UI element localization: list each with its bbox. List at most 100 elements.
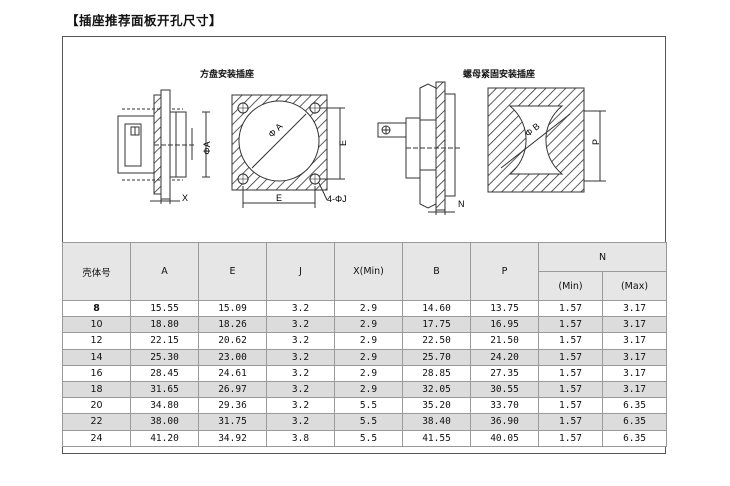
n-min-cell: 1.57 (538, 380, 603, 399)
j-cell: 3.2 (266, 332, 335, 350)
a-cell: 31.65 (130, 380, 199, 399)
header-n: N (537, 242, 668, 272)
a-cell: 15.55 (130, 299, 199, 318)
x-cell: 2.9 (334, 299, 403, 318)
header-n-min: (Min) (538, 271, 603, 301)
n-max-cell: 3.17 (601, 348, 668, 366)
shell-size-cell: 10 (62, 316, 131, 334)
b-cell: 25.70 (402, 348, 471, 366)
e-cell: 18.26 (198, 316, 267, 334)
header-a: A (130, 242, 199, 301)
a-cell: 28.45 (130, 364, 199, 382)
b-cell: 41.55 (402, 429, 471, 447)
a-cell: 25.30 (130, 348, 199, 366)
j-cell: 3.2 (266, 413, 335, 431)
p-cell: 36.90 (470, 413, 539, 431)
e-cell: 20.62 (198, 332, 267, 350)
j-cell: 3.2 (266, 316, 335, 334)
table-row: 20 34.80 29.36 3.2 5.5 35.20 33.70 1.57 … (62, 397, 668, 415)
n-max-cell: 6.35 (601, 429, 668, 447)
a-cell: 18.80 (130, 316, 199, 334)
p-cell: 21.50 (470, 332, 539, 350)
header-n-max: (Max) (601, 271, 668, 301)
header-j: J (266, 242, 335, 301)
b-cell: 38.40 (402, 413, 471, 431)
shell-size-cell: 18 (62, 380, 131, 399)
shell-size-cell: 16 (62, 364, 131, 382)
x-cell: 2.9 (334, 364, 403, 382)
square-flange-side-view (117, 89, 210, 204)
p-cell: 24.20 (470, 348, 539, 366)
j-cell: 3.2 (266, 348, 335, 366)
square-flange-caption: 方盘安装插座 (200, 70, 255, 80)
x-cell: 5.5 (334, 397, 403, 415)
a-cell: 41.20 (130, 429, 199, 447)
table-row: 16 28.45 24.61 3.2 2.9 28.85 27.35 1.57 … (62, 364, 668, 382)
n-label: N (458, 199, 465, 209)
n-min-cell: 1.57 (538, 397, 603, 415)
table-row: 18 31.65 26.97 3.2 2.9 32.05 30.55 1.57 … (62, 380, 668, 399)
p-cell: 40.05 (470, 429, 539, 447)
table-row: 8 15.55 15.09 3.2 2.9 14.60 13.75 1.57 3… (62, 299, 668, 318)
n-min-cell: 1.57 (538, 413, 603, 431)
four-phi-j-label: 4-ΦJ (327, 194, 347, 204)
b-cell: 17.75 (402, 316, 471, 334)
e-cell: 15.09 (198, 299, 267, 318)
a-cell: 34.80 (130, 397, 199, 415)
x-cell: 5.5 (334, 413, 403, 431)
b-cell: 35.20 (402, 397, 471, 415)
e-cell: 23.00 (198, 348, 267, 366)
n-max-cell: 6.35 (601, 397, 668, 415)
j-cell: 3.2 (266, 397, 335, 415)
x-label: X (182, 193, 188, 203)
p-cell: 27.35 (470, 364, 539, 382)
j-cell: 3.2 (266, 380, 335, 399)
x-cell: 5.5 (334, 429, 403, 447)
header-e: E (198, 242, 267, 301)
shell-size-cell: 14 (62, 348, 131, 366)
j-cell: 3.8 (266, 429, 335, 447)
b-cell: 32.05 (402, 380, 471, 399)
header-p: P (470, 242, 539, 301)
n-max-cell: 3.17 (601, 364, 668, 382)
x-cell: 2.9 (334, 316, 403, 334)
table-row: 14 25.30 23.00 3.2 2.9 25.70 24.20 1.57 … (62, 348, 668, 366)
shell-size-cell: 20 (62, 397, 131, 415)
jam-nut-caption: 螺母紧固安装插座 (463, 70, 536, 80)
b-cell: 14.60 (402, 299, 471, 318)
b-cell: 28.85 (402, 364, 471, 382)
n-max-cell: 3.17 (601, 380, 668, 399)
table-row: 24 41.20 34.92 3.8 5.5 41.55 40.05 1.57 … (62, 429, 668, 447)
shell-size-cell: 22 (62, 413, 131, 431)
n-max-cell: 3.17 (601, 299, 668, 318)
e-bottom-label: E (276, 193, 282, 203)
p-label: P (591, 139, 601, 145)
e-cell: 34.92 (198, 429, 267, 447)
e-cell: 29.36 (198, 397, 267, 415)
n-min-cell: 1.57 (538, 364, 603, 382)
b-cell: 22.50 (402, 332, 471, 350)
page-title: 【插座推荐面板开孔尺寸】 (66, 13, 223, 28)
x-cell: 2.9 (334, 380, 403, 399)
e-right-label: E (338, 140, 348, 146)
header-shell-size: 壳体号 (62, 242, 131, 301)
j-cell: 3.2 (266, 364, 335, 382)
n-max-cell: 3.17 (601, 332, 668, 350)
header-b: B (402, 242, 471, 301)
shell-size-cell: 8 (62, 299, 131, 318)
shell-size-cell: 12 (62, 332, 131, 350)
jam-nut-side-view (377, 81, 462, 215)
n-min-cell: 1.57 (538, 316, 603, 334)
header-x-min: X(Min) (334, 242, 403, 301)
table-row: 12 22.15 20.62 3.2 2.9 22.50 21.50 1.57 … (62, 332, 668, 350)
p-cell: 16.95 (470, 316, 539, 334)
x-cell: 2.9 (334, 348, 403, 366)
a-cell: 22.15 (130, 332, 199, 350)
d-flat-panel-cutout (487, 87, 606, 193)
e-cell: 31.75 (198, 413, 267, 431)
n-min-cell: 1.57 (538, 299, 603, 318)
n-min-cell: 1.57 (538, 348, 603, 366)
n-max-cell: 3.17 (601, 316, 668, 334)
e-cell: 24.61 (198, 364, 267, 382)
